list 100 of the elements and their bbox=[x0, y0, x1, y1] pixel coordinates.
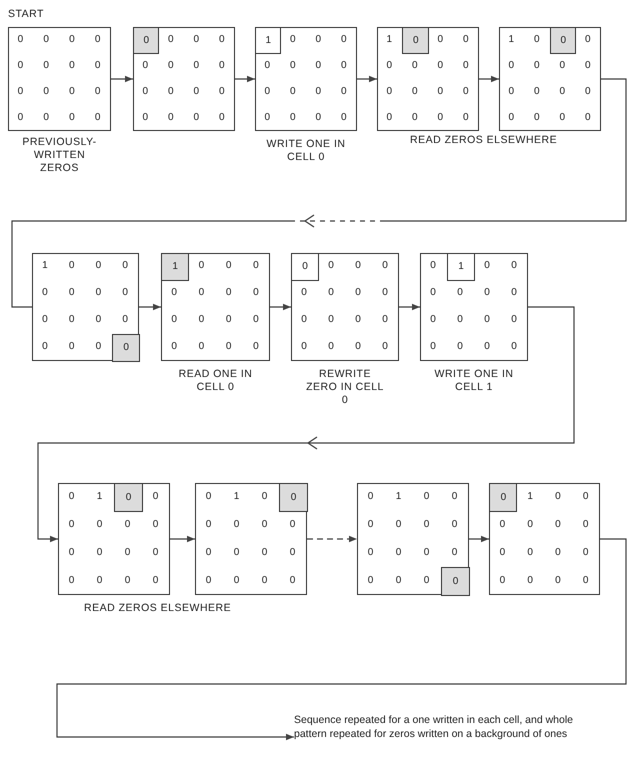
cell-value: 0 bbox=[429, 287, 437, 299]
cell-value: 0 bbox=[483, 314, 491, 326]
step-caption: WRITE ONE IN CELL 1 bbox=[434, 368, 514, 394]
cell-value: 0 bbox=[327, 341, 335, 353]
arrow bbox=[479, 76, 499, 82]
cell-value: 0 bbox=[124, 574, 132, 586]
cell-value: 0 bbox=[16, 60, 24, 72]
cell-value: 1 bbox=[171, 261, 179, 273]
cell-value: 0 bbox=[170, 314, 178, 326]
cell-value: 0 bbox=[462, 60, 470, 72]
cell-value: 0 bbox=[94, 60, 102, 72]
cell-value: 0 bbox=[558, 60, 566, 72]
memory-cell bbox=[112, 334, 140, 362]
cell-value: 0 bbox=[410, 86, 419, 98]
cell-value: 0 bbox=[526, 574, 534, 586]
cell-value: 0 bbox=[96, 546, 104, 558]
arrow bbox=[139, 304, 161, 310]
cell-value: 0 bbox=[68, 260, 76, 272]
arrow bbox=[37, 306, 575, 542]
cell-value: 0 bbox=[456, 287, 464, 299]
cell-value: 0 bbox=[141, 112, 150, 124]
cell-value: 0 bbox=[327, 260, 335, 272]
cell-value: 0 bbox=[218, 112, 226, 124]
cell-value: 0 bbox=[366, 490, 374, 502]
memory-cell bbox=[278, 482, 308, 512]
cell-value: 0 bbox=[558, 112, 566, 124]
cell-value: 0 bbox=[68, 518, 76, 530]
cell-value: 0 bbox=[142, 34, 150, 46]
cell-value: 0 bbox=[252, 341, 260, 353]
cell-value: 0 bbox=[450, 490, 458, 502]
cell-value: 0 bbox=[462, 86, 470, 98]
cell-value: 0 bbox=[42, 112, 50, 124]
arrow bbox=[235, 76, 255, 82]
memory-array bbox=[255, 27, 357, 131]
memory-cell bbox=[254, 26, 281, 54]
cell-value: 0 bbox=[385, 60, 394, 72]
note-text: Sequence repeated for a one written in each cell, and whole pattern repeated for zeros written on a background of ones bbox=[294, 713, 574, 741]
cell-value: 0 bbox=[314, 86, 322, 98]
cell-value: 0 bbox=[532, 34, 541, 46]
cell-value: 0 bbox=[507, 60, 516, 72]
cell-value: 0 bbox=[354, 260, 362, 272]
cell-value: 1 bbox=[394, 490, 402, 502]
cell-value: 0 bbox=[68, 314, 76, 326]
cell-value: 0 bbox=[354, 287, 362, 299]
cell-value: 0 bbox=[510, 341, 518, 353]
cell-value: 0 bbox=[510, 314, 518, 326]
cell-value: 0 bbox=[166, 86, 175, 98]
cell-value: 0 bbox=[152, 574, 160, 586]
cell-value: 0 bbox=[288, 34, 297, 46]
cell-value: 0 bbox=[366, 518, 374, 530]
memory-array bbox=[489, 483, 600, 595]
cell-value: 0 bbox=[483, 260, 491, 272]
step-caption: PREVIOUSLY- WRITTEN ZEROS bbox=[21, 136, 98, 175]
cell-value: 0 bbox=[456, 314, 464, 326]
cell-value: 0 bbox=[260, 546, 268, 558]
cell-value: 0 bbox=[122, 342, 130, 354]
cell-value: 0 bbox=[198, 260, 206, 272]
cell-value: 0 bbox=[422, 490, 430, 502]
cell-value: 0 bbox=[385, 86, 394, 98]
cell-value: 0 bbox=[381, 341, 389, 353]
cell-value: 0 bbox=[204, 546, 212, 558]
cell-value: 0 bbox=[41, 287, 49, 299]
cell-value: 0 bbox=[68, 574, 76, 586]
arrow bbox=[307, 536, 357, 542]
cell-value: 0 bbox=[288, 518, 296, 530]
cell-value: 0 bbox=[584, 112, 592, 124]
cell-value: 0 bbox=[121, 314, 129, 326]
memory-cell bbox=[132, 26, 159, 54]
cell-value: 0 bbox=[152, 546, 160, 558]
cell-value: 0 bbox=[410, 60, 419, 72]
cell-value: 0 bbox=[584, 60, 592, 72]
memory-cell bbox=[114, 482, 142, 512]
cell-value: 1 bbox=[41, 260, 49, 272]
cell-value: 1 bbox=[264, 34, 272, 46]
cell-value: 0 bbox=[42, 86, 50, 98]
cell-value: 0 bbox=[483, 341, 491, 353]
cell-value: 0 bbox=[94, 112, 102, 124]
cell-value: 0 bbox=[42, 60, 50, 72]
cell-value: 0 bbox=[532, 86, 541, 98]
cell-value: 0 bbox=[96, 518, 104, 530]
cell-value: 0 bbox=[121, 287, 129, 299]
cell-value: 0 bbox=[232, 518, 240, 530]
cell-value: 0 bbox=[170, 287, 178, 299]
cell-value: 0 bbox=[498, 546, 506, 558]
cell-value: 1 bbox=[507, 34, 516, 46]
cell-value: 0 bbox=[141, 86, 150, 98]
cell-value: 0 bbox=[452, 576, 460, 588]
cell-value: 0 bbox=[422, 518, 430, 530]
cell-value: 0 bbox=[68, 341, 76, 353]
cell-value: 0 bbox=[96, 574, 104, 586]
cell-value: 0 bbox=[436, 86, 444, 98]
cell-value: 0 bbox=[422, 574, 430, 586]
cell-value: 0 bbox=[526, 546, 534, 558]
cell-value: 0 bbox=[263, 60, 272, 72]
memory-array bbox=[357, 483, 469, 595]
cell-value: 1 bbox=[385, 34, 394, 46]
cell-value: 0 bbox=[260, 518, 268, 530]
arrow bbox=[56, 538, 627, 740]
cell-value: 0 bbox=[94, 34, 102, 46]
cell-value: 0 bbox=[554, 546, 562, 558]
